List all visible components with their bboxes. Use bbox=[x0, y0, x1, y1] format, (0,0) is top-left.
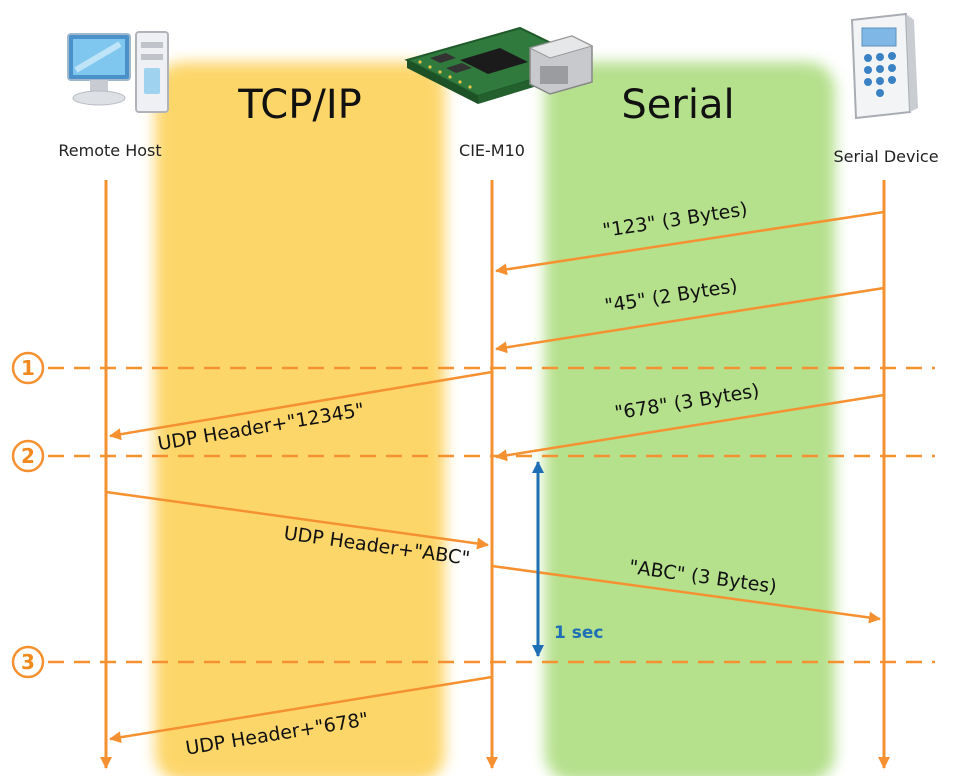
message-arrow-6 bbox=[491, 564, 881, 624]
keypad-device-icon bbox=[850, 12, 918, 120]
serial-zone-title: Serial bbox=[621, 82, 734, 128]
module-label: CIE-M10 bbox=[459, 141, 525, 160]
svg-text:2: 2 bbox=[21, 444, 35, 468]
message-arrow-7 bbox=[109, 675, 493, 744]
message-arrow-3 bbox=[109, 370, 493, 441]
serial-zone bbox=[545, 62, 835, 776]
message-arrow-4 bbox=[495, 393, 885, 462]
message-arrow-2 bbox=[495, 286, 885, 354]
computer-icon bbox=[67, 31, 169, 113]
message-arrow-1 bbox=[495, 210, 885, 276]
serial-device-label: Serial Device bbox=[833, 147, 938, 166]
step-2-marker: 2 bbox=[11, 439, 45, 473]
circuit-board-icon bbox=[404, 26, 594, 104]
tcpip-zone bbox=[155, 62, 445, 776]
step-3-marker: 3 bbox=[11, 645, 45, 679]
timer-label: 1 sec bbox=[554, 623, 603, 643]
svg-text:3: 3 bbox=[21, 650, 35, 674]
tcpip-zone-title: TCP/IP bbox=[237, 82, 362, 128]
svg-text:1: 1 bbox=[21, 356, 35, 380]
remote-host-label: Remote Host bbox=[58, 141, 161, 160]
message-arrow-5 bbox=[105, 490, 489, 550]
step-1-marker: 1 bbox=[11, 351, 45, 385]
